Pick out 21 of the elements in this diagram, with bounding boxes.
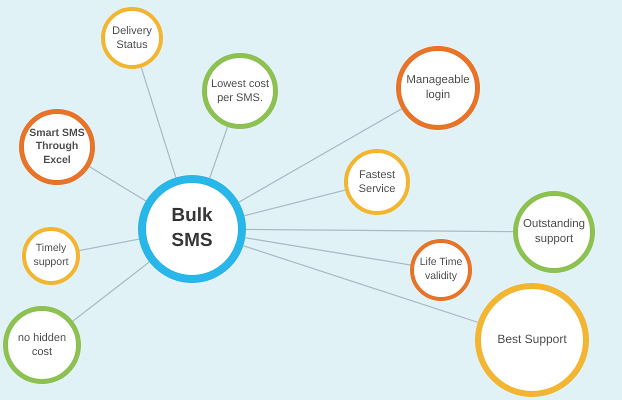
topic-label: Lowest cost per SMS. xyxy=(210,76,270,106)
connector-line xyxy=(209,126,228,178)
topic-label: no hidden cost xyxy=(16,330,68,360)
topic-label: Timely support xyxy=(32,242,70,270)
topic-label: Manageable login xyxy=(405,73,471,103)
topic-label: Fastest Service xyxy=(358,168,396,196)
connector-line xyxy=(79,238,140,252)
connector-line xyxy=(244,190,346,216)
connector-line xyxy=(238,108,402,203)
connector-line xyxy=(245,237,411,266)
topic-label: Bulk SMS xyxy=(170,204,214,253)
topic-label: Outstanding support xyxy=(522,217,586,247)
topic-label: Life Time validity xyxy=(418,256,464,284)
connector-line xyxy=(72,262,150,322)
topic-label: Delivery Status xyxy=(111,24,153,52)
topic-label: Best Support xyxy=(496,332,568,348)
connector-line xyxy=(140,67,176,178)
topic-label: Smart SMS Through Excel xyxy=(28,126,86,168)
connector-line xyxy=(246,228,513,232)
connector-line xyxy=(89,166,146,202)
connector-line xyxy=(243,245,478,323)
